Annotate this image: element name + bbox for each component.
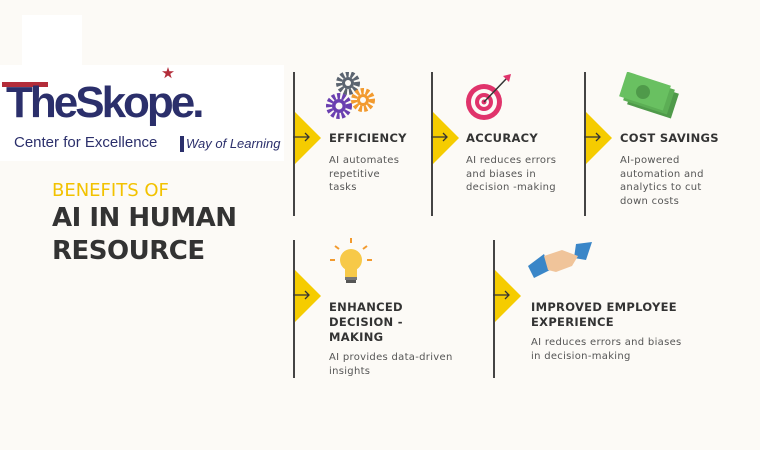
benefit-accuracy: ACCURACY AI reduces errors and biases in…: [466, 131, 576, 195]
logo-tagline: Way of Learning: [180, 136, 280, 152]
divider: [493, 240, 495, 378]
divider: [431, 72, 433, 216]
benefit-desc: AI reduces errors and biases in decision…: [466, 155, 557, 193]
handshake-icon: [528, 242, 592, 278]
star-icon: [162, 67, 174, 79]
benefit-cost-savings: COST SAVINGS AI-powered automation and a…: [620, 131, 740, 208]
arrow-right-icon: [493, 290, 510, 300]
divider: [584, 72, 586, 216]
heading-line2: RESOURCE: [52, 236, 205, 266]
benefit-title: IMPROVED EMPLOYEE EXPERIENCE: [531, 300, 677, 329]
arrow-right-icon: [431, 132, 448, 142]
logo-subtitle: Center for Excellence: [14, 134, 158, 151]
divider: [293, 240, 295, 378]
logo-wing: [2, 82, 48, 87]
benefit-efficiency: EFFICIENCY AI automates repetitive tasks: [329, 131, 429, 195]
benefit-title: COST SAVINGS: [620, 131, 719, 145]
benefit-title: EFFICIENCY: [329, 131, 407, 145]
benefit-desc: AI-powered automation and analytics to c…: [620, 155, 704, 207]
benefit-employee-experience: IMPROVED EMPLOYEE EXPERIENCE AI reduces …: [531, 300, 711, 363]
white-block: [22, 15, 82, 65]
benefit-desc: AI reduces errors and biases in decision…: [531, 337, 682, 362]
logo-brand: TheSkope.: [6, 78, 204, 127]
arrow-right-icon: [293, 290, 310, 300]
money-icon: [619, 72, 679, 119]
gears-icon: [326, 72, 375, 119]
logo: TheSkope. Center for Excellence Way of L…: [0, 65, 284, 161]
benefit-title: ENHANCED DECISION - MAKING: [329, 300, 403, 344]
heading-line1: AI IN HUMAN: [52, 203, 237, 233]
benefit-desc: AI provides data-driven insights: [329, 352, 453, 377]
target-icon: [466, 74, 511, 120]
benefit-desc: AI automates repetitive tasks: [329, 155, 400, 193]
benefit-decision-making: ENHANCED DECISION - MAKING AI provides d…: [329, 300, 479, 378]
lightbulb-icon: [330, 238, 372, 283]
arrow-right-icon: [584, 132, 601, 142]
divider: [293, 72, 295, 216]
arrow-right-icon: [293, 132, 310, 142]
benefit-title: ACCURACY: [466, 131, 539, 145]
heading-kicker: BENEFITS OF: [52, 180, 169, 201]
